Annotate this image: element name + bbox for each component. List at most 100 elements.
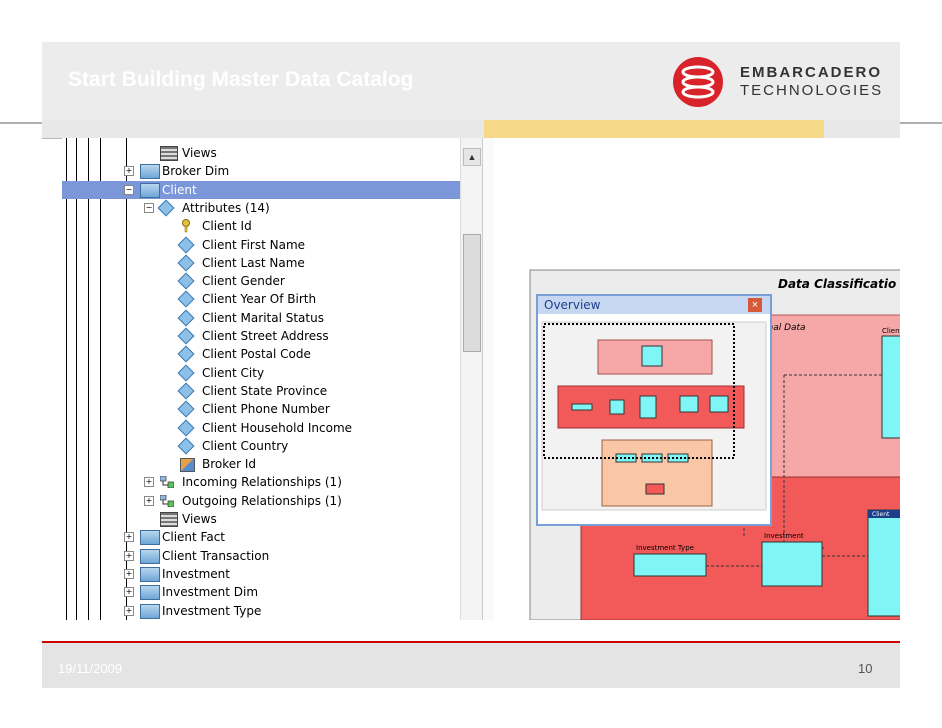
foreign-key-icon — [180, 458, 195, 473]
entity-label-client: Client — [872, 511, 890, 518]
entity-label-client-top: Client — [882, 327, 900, 335]
table-icon — [140, 585, 160, 601]
tree-item-label: Views — [182, 146, 217, 160]
relationship-icon — [160, 476, 174, 489]
slide-date: 19/11/2009 — [58, 661, 123, 676]
tree-item[interactable]: Broker Id — [62, 455, 460, 473]
attribute-icon — [177, 400, 195, 418]
tree-item-label: Investment Dim — [162, 585, 259, 600]
tree-item-label: Client Postal Code — [202, 347, 311, 362]
table-icon — [140, 566, 160, 582]
slide-footer — [42, 643, 900, 688]
close-icon[interactable]: × — [748, 298, 762, 312]
attribute-icon — [177, 254, 195, 272]
logo-line-2: TECHNOLOGIES — [740, 82, 884, 99]
tab-active[interactable] — [484, 120, 824, 138]
tree-item[interactable]: − Client — [62, 180, 460, 199]
tree-item[interactable]: Client Phone Number — [62, 400, 460, 418]
page-number: 10 — [858, 661, 873, 676]
attribute-icon — [177, 419, 195, 436]
entity-investment-type[interactable] — [633, 553, 707, 577]
tree-guide-line — [76, 138, 77, 620]
table-icon — [140, 182, 160, 198]
collapse-icon[interactable]: − — [124, 184, 134, 195]
tree-item[interactable]: +Incoming Relationships (1) — [62, 473, 460, 491]
tree-item[interactable]: Client Marital Status — [62, 309, 460, 327]
tree-item[interactable]: Client First Name — [62, 236, 460, 254]
attribute-icon — [177, 327, 195, 345]
entity-client-top[interactable] — [881, 335, 900, 439]
tree-item[interactable]: Client Postal Code — [62, 345, 460, 363]
overview-thumbnail[interactable] — [538, 316, 770, 524]
tree-item-label: Client Marital Status — [202, 310, 324, 325]
pane-splitter[interactable] — [482, 138, 495, 620]
tree-item[interactable]: Views — [62, 144, 460, 162]
tree-item[interactable]: Client Household Income — [62, 419, 460, 437]
overview-title: Overview — [544, 298, 601, 312]
tree-item[interactable]: Client Country — [62, 437, 460, 455]
tree-item[interactable]: + Broker Dim — [62, 162, 460, 180]
entity-investment[interactable] — [761, 541, 823, 587]
tree-item[interactable]: Client Id — [62, 217, 460, 235]
tree-item[interactable]: Client Year Of Birth — [62, 290, 460, 308]
slide-header — [42, 42, 900, 122]
overview-window[interactable]: Overview × — [536, 294, 772, 526]
attribute-folder-icon — [157, 199, 175, 217]
attribute-icon — [177, 290, 195, 308]
expand-icon[interactable]: + — [124, 532, 134, 543]
embarcadero-logo-icon — [673, 57, 723, 107]
tree-item-label: Client Fact — [162, 530, 226, 545]
expand-icon[interactable]: + — [124, 605, 134, 616]
tree-item-label: Client Household Income — [202, 420, 353, 435]
tree-item-label: Client Id — [202, 219, 252, 234]
tree-item[interactable]: + Investment Dim — [62, 583, 460, 601]
diagram-title: Data Classificatio — [778, 277, 896, 291]
table-icon — [140, 603, 160, 619]
attribute-icon — [177, 272, 195, 290]
tree-item-label: Client Street Address — [202, 329, 329, 343]
collapse-icon[interactable]: − — [144, 202, 154, 213]
expand-icon[interactable]: + — [124, 166, 134, 177]
tree-item[interactable]: Client Street Address — [62, 327, 460, 345]
tree-item[interactable]: +Outgoing Relationships (1) — [62, 492, 460, 510]
expand-icon[interactable]: + — [144, 495, 154, 506]
attribute-icon — [177, 437, 195, 455]
scroll-up-icon[interactable]: ▲ — [463, 148, 481, 166]
expand-icon[interactable]: + — [124, 568, 134, 579]
table-icon — [140, 164, 160, 180]
expand-icon[interactable]: + — [144, 477, 154, 488]
tree-item-label: Client State Province — [202, 383, 328, 398]
tree-item-label: Client Year Of Birth — [202, 292, 317, 307]
entity-label-investment-type: Investment Type — [636, 544, 694, 552]
slide-title: Start Building Master Data Catalog — [68, 68, 414, 91]
tree-item[interactable]: +Client Transaction — [62, 547, 460, 565]
tree-item-label: Broker Dim — [162, 164, 230, 179]
expand-icon[interactable]: + — [124, 550, 134, 561]
logo-line-1: EMBARCADERO — [740, 64, 882, 81]
entity-client[interactable] — [867, 509, 900, 617]
attribute-icon — [177, 345, 195, 363]
tree-item-label: Attributes (14) — [182, 200, 270, 215]
tree-item-label: Client City — [202, 365, 265, 380]
model-explorer-tree[interactable]: Views+Broker Dim−Client−Attributes (14)C… — [62, 138, 460, 620]
tree-item[interactable]: Client Last Name — [62, 254, 460, 272]
tree-item[interactable]: Client City — [62, 364, 460, 382]
views-icon — [160, 512, 178, 527]
footer-divider — [42, 641, 900, 643]
tree-item-label: Views — [182, 512, 217, 526]
tree-item[interactable]: Views — [62, 510, 460, 528]
tree-item-label: Client Country — [202, 438, 289, 453]
overview-titlebar[interactable] — [538, 296, 770, 314]
tree-item[interactable]: Client State Province — [62, 382, 460, 400]
tree-item[interactable]: +Investment — [62, 565, 460, 583]
tree-item[interactable]: Client Gender — [62, 272, 460, 290]
scroll-thumb[interactable] — [463, 234, 481, 352]
tree-item[interactable]: + Investment Type — [62, 602, 460, 620]
tree-item-label: Client — [162, 182, 197, 197]
tree-item[interactable]: − Attributes (14) — [62, 199, 460, 217]
tree-item-label: Investment Type — [162, 603, 262, 618]
tree-item-label: Client First Name — [202, 237, 306, 252]
expand-icon[interactable]: + — [124, 587, 134, 598]
tree-item[interactable]: + Client Fact — [62, 528, 460, 546]
tree-scrollbar[interactable]: ▲ — [460, 138, 483, 620]
